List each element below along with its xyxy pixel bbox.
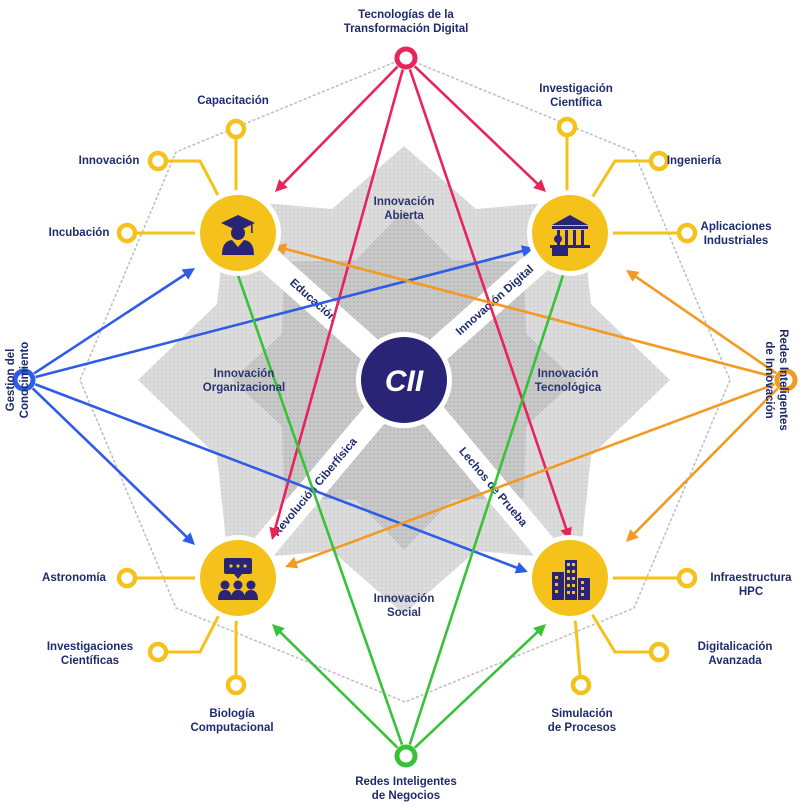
source-circle: [12, 368, 36, 392]
community-icon: [218, 558, 258, 600]
hub-circle: [532, 195, 608, 271]
satellite-label: Innovación: [79, 155, 140, 167]
satellite-node: [225, 118, 247, 140]
band-strip: [259, 249, 383, 364]
satellite-node: [225, 674, 247, 696]
flow-arrow: [272, 624, 399, 749]
graduate-icon: [221, 215, 255, 255]
flow-arrow: [34, 383, 528, 574]
band-strip: [419, 402, 555, 556]
satellite-label: Incubación: [49, 227, 110, 239]
band-strip: [425, 249, 549, 364]
satellite-label: Ingeniería: [667, 155, 722, 167]
source-circle: [394, 46, 418, 70]
satellite-node: [676, 567, 698, 589]
source-circle: [774, 368, 798, 392]
flow-arrow: [269, 69, 405, 540]
flow-arrow: [275, 65, 399, 192]
band-strip: [253, 402, 389, 556]
flow-arrow: [285, 382, 776, 569]
flow-arrow: [413, 624, 546, 749]
source-label: Redes Inteligentesde Innovación: [763, 329, 789, 431]
outer-octagon: [79, 57, 731, 703]
flow-arrow: [413, 65, 546, 192]
satellite-node: [648, 641, 670, 663]
satellite-node: [116, 222, 138, 244]
satellite-label: Astronomía: [42, 572, 107, 584]
center-node: CII: [356, 332, 452, 428]
institution-icon: [550, 215, 590, 256]
satellite-node: [147, 641, 169, 663]
flow-arrow: [626, 387, 779, 542]
source-node-3: Redes Inteligentesde Innovación: [763, 329, 798, 431]
flow-arrow: [626, 270, 777, 375]
flow-arrow: [33, 268, 195, 375]
satellite-node: [676, 222, 698, 244]
buildings-icon: [552, 560, 590, 600]
source-circle: [394, 744, 418, 768]
satellite-label: Capacitación: [197, 95, 269, 107]
satellite-node: [556, 116, 578, 138]
satellite-node: [648, 150, 670, 172]
satellite-node: [116, 567, 138, 589]
satellite-node: [570, 674, 592, 696]
flow-arrow: [31, 387, 195, 545]
satellite-node: [147, 150, 169, 172]
center-label: CII: [385, 365, 424, 398]
